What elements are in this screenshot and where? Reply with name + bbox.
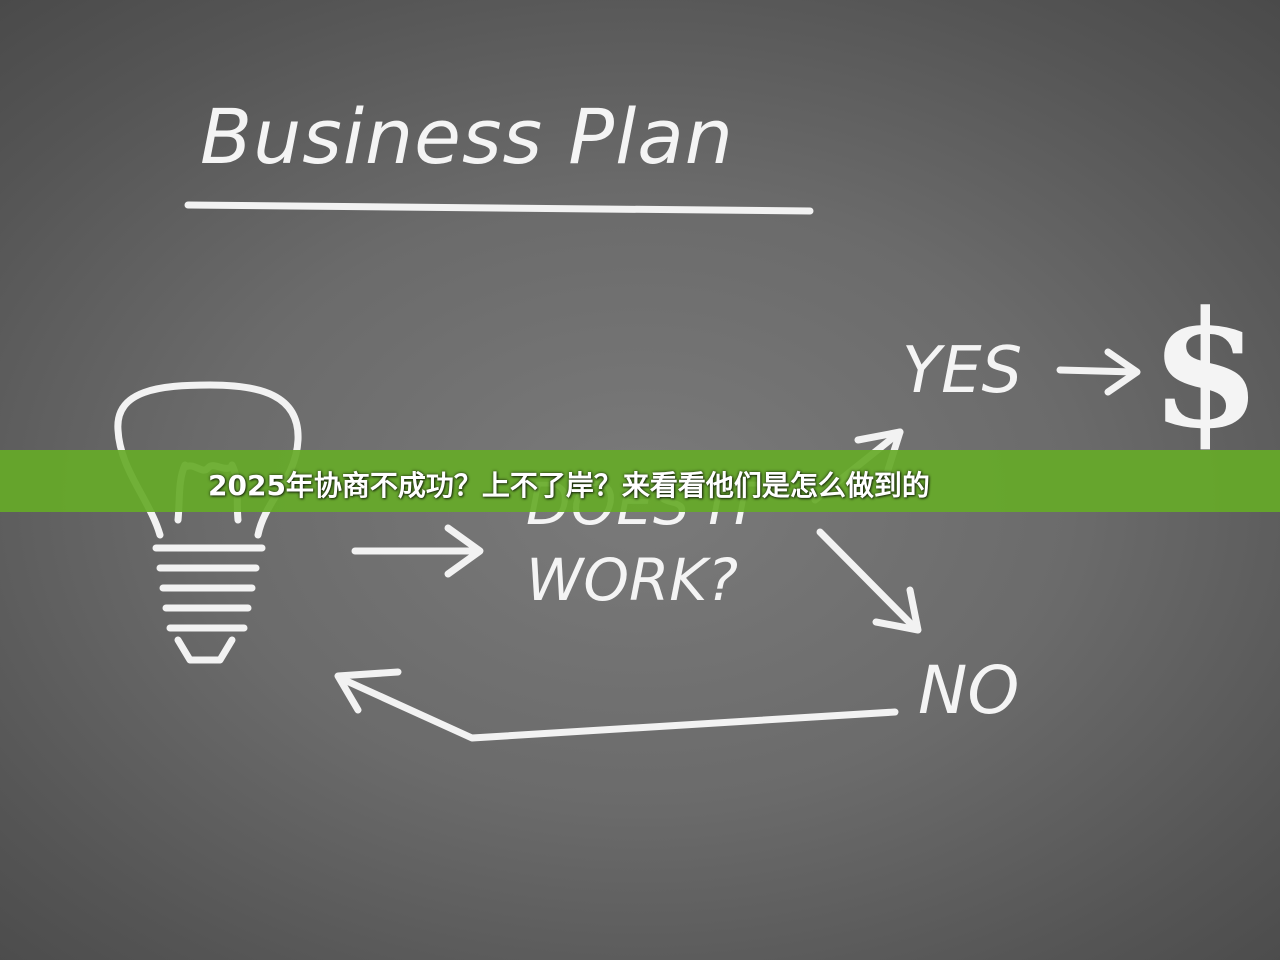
dollar-icon: $ (1150, 276, 1262, 464)
arrow-right-icon (1056, 348, 1141, 396)
chalkboard-title: Business Plan (200, 92, 734, 181)
lightbulb-icon (114, 381, 302, 664)
arrow-left-icon (334, 668, 899, 742)
arrow-right-icon (351, 524, 484, 578)
arrow-down-right-icon (816, 528, 922, 634)
headline-text[interactable]: 2025年协商不成功？上不了岸？来看看他们是怎么做到的 (208, 469, 930, 502)
title-underline (184, 201, 814, 215)
no-label: NO (918, 652, 1020, 729)
yes-label: YES (902, 334, 1023, 408)
question-line-2: WORK? (526, 546, 739, 614)
headline-banner (0, 450, 1280, 512)
